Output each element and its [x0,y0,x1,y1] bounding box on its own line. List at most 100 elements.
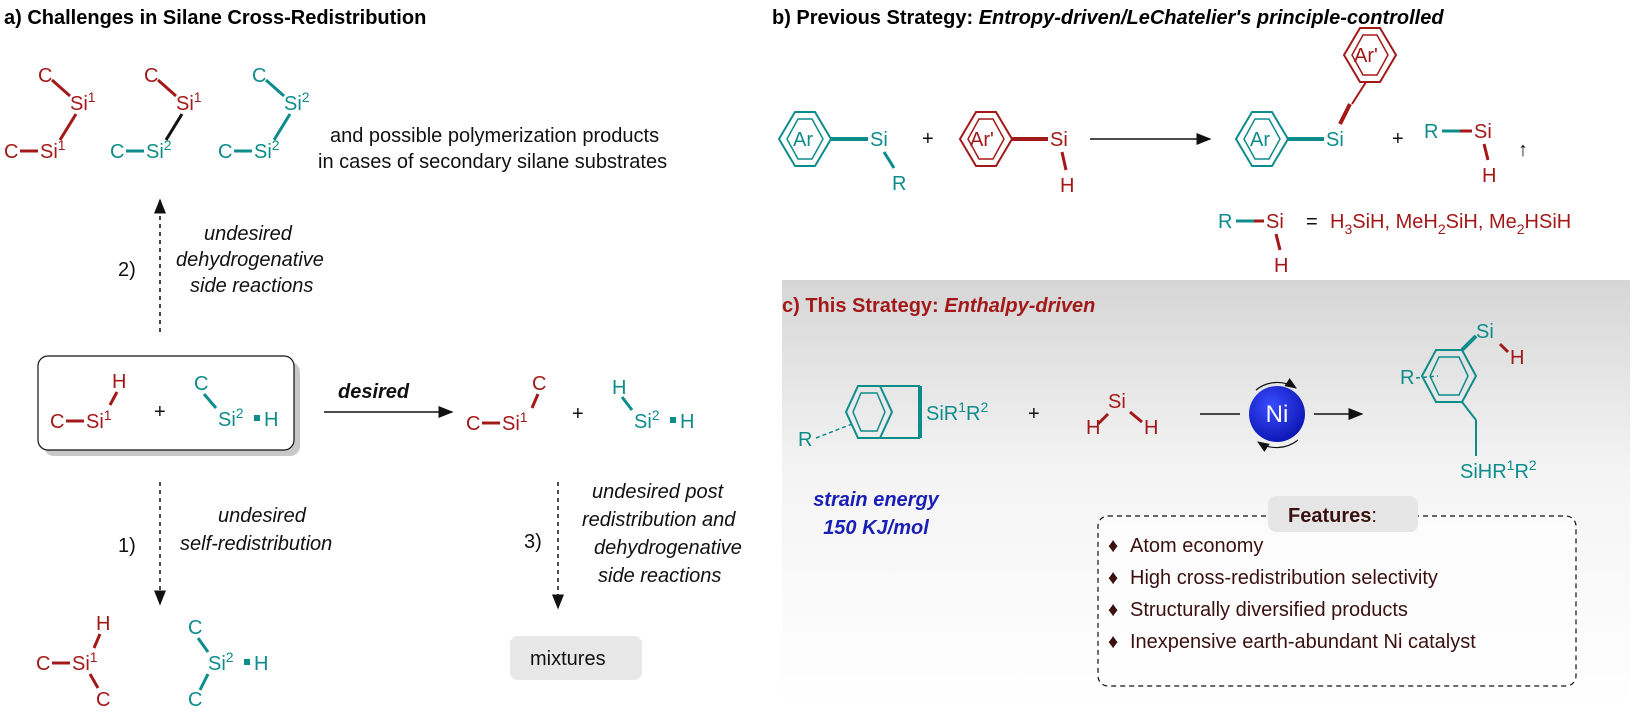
equals-sign: = [1306,211,1318,233]
step2-line3: side reactions [190,275,313,297]
atom-h: H [1060,175,1074,197]
atom-si1: Si1 [72,649,98,675]
step2-line1: undesired [204,223,293,245]
silacycle-label: SiR1R2 [926,399,988,425]
atom-c: C [218,141,232,163]
self-product-si2: C Si2 H C [188,617,268,711]
atom-si: Si [870,129,888,151]
features-title: Features: [1288,505,1377,527]
step3-line3: dehydrogenative [594,537,742,559]
gas-evolution-arrow: ↑ [1518,139,1528,161]
r-si-h-definition: R Si H = H3SiH, MeH2SiH, Me2HSiH [1218,211,1571,277]
ring-label: Ar [793,129,813,151]
step3-line2: redistribution and [582,509,736,531]
atom-c: C [50,411,64,433]
atom-h: H [264,409,278,431]
panel-a-title: a) Challenges in Silane Cross-Redistribu… [4,7,426,29]
bullet-icon: ♦ [1108,631,1118,653]
feature-item: Inexpensive earth-abundant Ni catalyst [1130,631,1476,653]
atom-h: H [612,377,626,399]
atom-c: C [532,373,546,395]
polymer-note-line2: in cases of secondary silane substrates [318,151,667,173]
silane-si1: H C Si1 [50,371,126,433]
mixtures-label: mixtures [530,648,606,670]
atom-si1: Si1 [40,137,66,163]
atom-r: R [1400,367,1414,389]
cycle-arrow-bottom [1256,439,1299,452]
atom-c: C [144,65,158,87]
disilane-si1-si2: C Si1 C Si2 [110,65,202,163]
aryl-silane-teal: Ar Si R [777,111,906,195]
atom-si1: Si1 [502,409,528,435]
plus-sign: + [154,401,166,423]
atom-h: H [112,371,126,393]
atom-si2: Si2 [284,89,310,115]
atom-si2: Si2 [218,405,244,431]
silane-list: H3SiH, MeH2SiH, Me2HSiH [1330,211,1571,237]
feature-item: High cross-redistribution selectivity [1130,567,1438,589]
atom-c: C [36,653,50,675]
atom-h: H [1144,417,1158,439]
mixtures-box [510,636,642,680]
atom-c: C [38,65,52,87]
atom-si1: Si1 [70,89,96,115]
step3-line4: side reactions [598,565,721,587]
atom-r: R [798,429,812,451]
ni-catalyst-circle [1249,386,1305,442]
cross-product-si2: H Si2 H [612,377,694,433]
atom-si: Si [1266,211,1284,233]
atom-c: C [252,65,266,87]
plus-sign: + [1028,403,1040,425]
step3-line1: undesired post [592,481,725,503]
benzosilacyclobutene: R SiR1R2 [798,385,988,451]
atom-si2: Si2 [208,649,234,675]
product-bottom-label: SiHR1R2 [1460,457,1537,483]
bullet-icon: ♦ [1108,599,1118,621]
bullet-icon: ♦ [1108,567,1118,589]
atom-si2: Si2 [634,407,660,433]
atom-h: H [254,653,268,675]
atom-h: H [1274,255,1288,277]
step1-line2: self-redistribution [180,533,332,555]
strain-energy-line2: 150 KJ/mol [823,517,929,539]
step1-label: 1) [118,535,136,557]
features-header-bg [1268,496,1418,532]
dihydrosilane: H Si H [1086,391,1158,439]
step2-label: 2) [118,259,136,281]
feature-item: Structurally diversified products [1130,599,1408,621]
atom-h: H [1086,417,1100,439]
atom-c: C [96,689,110,711]
atom-si: Si [1050,129,1068,151]
small-silane-byproduct: R Si H [1424,121,1496,187]
bullet-icon: ♦ [1108,535,1118,557]
step1-line1: undesired [218,505,307,527]
panel-b-title: b) Previous Strategy: Entropy-driven/LeC… [772,7,1444,29]
feature-item: Atom economy [1130,535,1263,557]
plus-sign: + [1392,128,1404,150]
atom-si: Si [1108,391,1126,413]
atom-si: Si [1326,129,1344,151]
atom-h: H [1482,165,1496,187]
desired-label: desired [338,381,410,403]
atom-h: H [1510,347,1524,369]
cycle-arrow-top [1255,378,1298,391]
step2-line2: dehydrogenative [176,249,324,271]
atom-si: Si [1474,121,1492,143]
self-product-si1: H C Si1 C [36,613,110,711]
atom-c: C [188,617,202,639]
atom-si1: Si1 [176,89,202,115]
atom-h: H [680,411,694,433]
ni-catalyst-label: Ni [1266,401,1289,428]
strain-energy-line1: strain energy [813,489,939,511]
atom-si2: Si2 [254,137,280,163]
atom-c: C [4,141,18,163]
cross-redistribution-product: R Si H SiHR1R2 [1400,321,1537,483]
disilane-si1-si1: C Si1 C Si1 [4,65,96,163]
step3-label: 3) [524,531,542,553]
atom-si: Si [1476,321,1494,343]
ring-label: Ar [1250,129,1270,151]
atom-r: R [1424,121,1438,143]
atom-r: R [1218,211,1232,233]
